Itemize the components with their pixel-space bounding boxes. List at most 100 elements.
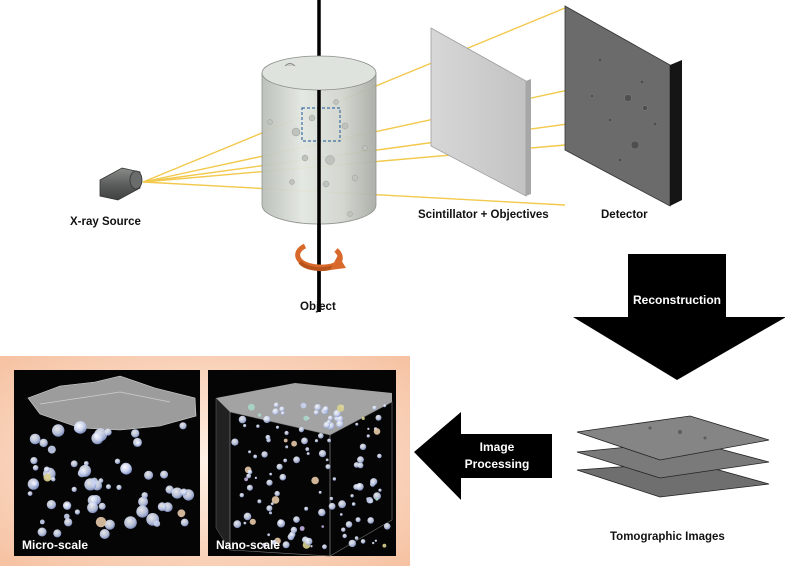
pore-bubble (136, 505, 149, 518)
pore-bubble (310, 545, 313, 548)
pore-bubble (99, 529, 110, 539)
pore-bubble (153, 520, 161, 527)
pore-bubble (372, 405, 377, 410)
pore-bubble (275, 425, 280, 429)
scintillator-plate (430, 27, 531, 197)
pore-bubble (52, 424, 65, 437)
pore-bubble (43, 473, 52, 482)
pore-bubble (90, 477, 98, 485)
object-label: Object (300, 301, 336, 313)
pore-bubble (338, 500, 346, 509)
pore-bubble (247, 469, 253, 475)
pore-bubble (304, 506, 309, 511)
pore-bubble (282, 541, 290, 549)
pore-bubble (361, 416, 365, 420)
pore-bubble (279, 406, 285, 412)
pore-bubble (269, 472, 273, 476)
pore-bubble (272, 408, 279, 416)
results-panel: Micro-scale Nano-scale (0, 356, 410, 566)
pore-bubble (355, 517, 361, 523)
pore-bubble (114, 458, 121, 464)
pore-bubble (269, 511, 272, 515)
pore-bubble (39, 438, 48, 448)
pore-bubble (354, 536, 359, 540)
pore-bubble (62, 501, 72, 510)
pore-bubble (231, 438, 239, 446)
pore-bubble (318, 508, 326, 517)
pore-bubble (336, 404, 345, 412)
pore-bubble (238, 415, 247, 424)
rotation-arrow-icon (295, 243, 346, 271)
pore-bubble (342, 533, 347, 539)
pore-bubble (345, 521, 353, 528)
micro-scale-render (27, 375, 197, 539)
pore-bubble (291, 440, 297, 447)
pore-bubble (257, 413, 262, 417)
pore-bubble (283, 458, 288, 463)
pore-bubble (325, 464, 331, 470)
xray-source-icon (99, 167, 143, 201)
pore-bubble (303, 415, 309, 421)
pore-bubble (266, 479, 273, 486)
pore-bubble (144, 470, 154, 480)
pore-bubble (276, 463, 283, 470)
pore-bubble (323, 421, 331, 429)
pore-bubble (177, 509, 186, 518)
pore-bubble (46, 500, 57, 510)
pore-bubble (116, 484, 122, 490)
pore-bubble (351, 502, 356, 506)
pore-bubble (71, 486, 77, 492)
pore-bubble (267, 533, 271, 537)
pore-bubble (318, 433, 324, 439)
pore-bubble (180, 518, 189, 527)
pore-bubble (27, 491, 33, 496)
pore-bubble (273, 402, 279, 408)
pore-bubble (314, 404, 322, 411)
pore-bubble (329, 496, 334, 501)
pore-bubble (383, 404, 387, 408)
image-processing-label-line1: Image (480, 440, 515, 454)
pore-bubble (299, 526, 305, 531)
pore-bubble (271, 496, 280, 504)
detector-plate (564, 5, 682, 207)
pore-bubble (243, 521, 247, 525)
pore-bubble (277, 519, 286, 528)
pore-bubble (378, 488, 382, 492)
pore-bubble (322, 544, 327, 550)
nano-scale-label: Nano-scale (216, 538, 280, 552)
pore-bubble (106, 484, 111, 490)
pore-bubble (333, 409, 341, 418)
pore-bubble (301, 437, 308, 445)
pore-bubble (64, 518, 73, 527)
pore-bubble (355, 422, 359, 426)
pore-bubble (283, 438, 288, 443)
pore-bubble (37, 527, 47, 537)
pore-bubble (311, 476, 319, 485)
pore-bubble (120, 462, 132, 475)
pore-bubble (383, 523, 391, 530)
pore-bubble (180, 488, 188, 496)
pore-bubble (104, 519, 115, 530)
pore-bubble (83, 461, 89, 466)
pore-bubble (305, 447, 310, 452)
pore-bubble (261, 451, 268, 458)
pore-bubble (124, 516, 137, 529)
pore-bubble (254, 476, 258, 480)
pore-bubble (322, 406, 329, 412)
pore-bubble (360, 539, 366, 544)
pore-bubble (263, 415, 271, 424)
pore-bubble (249, 518, 256, 525)
pore-bubble (300, 402, 307, 409)
pore-bubble (285, 445, 289, 449)
micro-scale-label: Micro-scale (22, 538, 88, 552)
pore-bubble (348, 539, 356, 548)
pore-bubble (171, 487, 183, 499)
pore-bubble (274, 490, 280, 497)
pore-bubble (336, 415, 344, 423)
pore-bubble (253, 454, 258, 459)
pore-bubble (266, 505, 273, 512)
pore-bubble (179, 422, 187, 430)
pore-bubble (47, 445, 56, 454)
pore-bubble (248, 450, 252, 454)
pore-bubble (70, 460, 78, 468)
